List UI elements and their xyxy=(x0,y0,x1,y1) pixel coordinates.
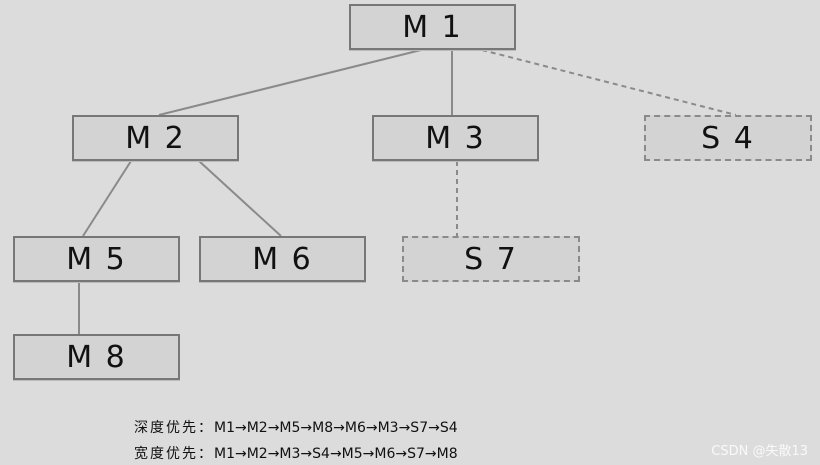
node-m2: M 2 xyxy=(72,115,239,161)
depth-first-line: 深度优先：M1→M2→M5→M8→M6→M3→S7→S4 xyxy=(134,417,458,437)
edge-layer xyxy=(78,49,737,334)
depth-first-label: 深度优先： xyxy=(134,420,214,436)
breadth-first-line: 宽度优先：M1→M2→M3→S4→M5→M6→S7→M8 xyxy=(134,443,458,463)
node-m5: M 5 xyxy=(13,236,180,282)
node-m3: M 3 xyxy=(372,115,539,161)
edge-m2-m6 xyxy=(198,160,282,237)
edge-m1-m2 xyxy=(158,49,422,116)
edge-m2-m5 xyxy=(82,160,132,237)
node-s4: S 4 xyxy=(644,115,812,161)
depth-first-sequence: M1→M2→M5→M8→M6→M3→S7→S4 xyxy=(214,420,458,436)
node-m8: M 8 xyxy=(13,334,180,380)
breadth-first-sequence: M1→M2→M3→S4→M5→M6→S7→M8 xyxy=(214,446,458,462)
node-m1: M 1 xyxy=(349,4,516,50)
edge-m1-s4 xyxy=(481,49,737,116)
node-s7: S 7 xyxy=(402,236,580,282)
watermark: CSDN @失散13 xyxy=(711,444,808,459)
node-m6: M 6 xyxy=(199,236,366,282)
breadth-first-label: 宽度优先： xyxy=(134,446,214,462)
